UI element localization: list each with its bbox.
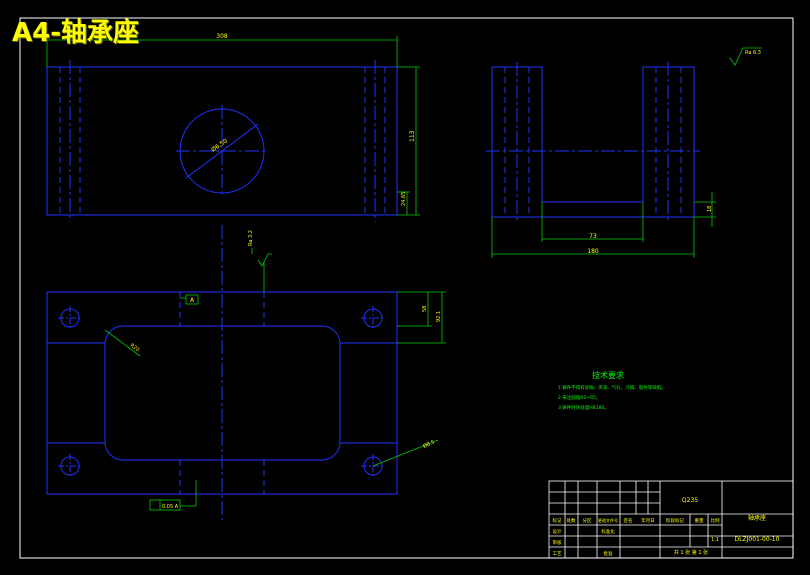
- side-view: [486, 62, 700, 222]
- title-block-drawing-no: DLZJ001-00-10: [735, 536, 780, 543]
- title-block-label-change: 更改文件号: [598, 517, 618, 523]
- dim-top-height-2: 92.1: [436, 311, 442, 322]
- title-block-label-count: 处数: [567, 517, 576, 524]
- top-view: [46, 225, 398, 520]
- title-block-material: Q235: [682, 497, 698, 504]
- title-block-label-weight: 重量: [695, 517, 704, 524]
- title-block-label-zone: 分区: [583, 517, 592, 524]
- dim-top-height-1: 58: [422, 306, 428, 312]
- roughness-general-label: Ra 6.3: [745, 50, 761, 56]
- tech-requirement-line-1: 1.铸件不得有砂眼、夹渣、气孔、冷隔、裂纹等缺陷。: [558, 384, 666, 391]
- title-block-label-scale: 比例: [711, 517, 720, 524]
- dim-front-width: 308: [216, 33, 228, 40]
- title-block-sheet-info: 共 1 张 第 1 张: [674, 549, 708, 556]
- tech-requirements-heading: 技术要求: [592, 370, 624, 380]
- title-block-label-design: 设计: [553, 528, 562, 535]
- drawing-frame: [19, 17, 794, 559]
- dim-side-inner: 73: [589, 233, 597, 240]
- roughness-top-label: Ra 3.2: [248, 230, 254, 246]
- side-view-dimensions: [491, 192, 716, 258]
- drawing-banner-title: A4-轴承座: [12, 18, 140, 48]
- front-view-dimensions: [46, 36, 420, 216]
- dim-side-width: 180: [587, 248, 599, 255]
- dim-front-small: 24.65: [401, 192, 407, 206]
- roughness-symbol-general: [729, 47, 762, 66]
- title-block-label-approve: 批准: [604, 550, 613, 557]
- title-block-label-standard: 标准化: [601, 528, 615, 535]
- title-block-scale: 1:1: [711, 537, 719, 543]
- dim-front-height: 113: [409, 130, 416, 142]
- tech-requirement-line-3: 3.铸件时效处理HB180。: [558, 404, 609, 411]
- title-block: [548, 480, 794, 559]
- title-block-label-mark: 标记: [553, 517, 562, 524]
- dim-top-corner-r: R20: [129, 343, 141, 354]
- front-view: [46, 60, 398, 222]
- title-block-label-sign: 签名: [624, 517, 633, 524]
- title-block-label-stage: 阶段标记: [666, 517, 684, 524]
- title-block-label-process: 工艺: [553, 551, 562, 557]
- tech-requirement-line-2: 2.未注圆角R2~R5。: [558, 394, 601, 401]
- tolerance-label: 0.05 A: [162, 504, 179, 510]
- title-block-label-date: 年月日: [641, 517, 655, 524]
- datum-label: A: [190, 297, 195, 304]
- title-block-part-name: 轴承座: [748, 514, 766, 522]
- title-block-label-review: 审核: [553, 539, 562, 546]
- top-view-dimensions: [104, 248, 446, 511]
- dim-top-hole: Ø8.5: [422, 438, 436, 449]
- dim-side-small: 18: [707, 206, 713, 212]
